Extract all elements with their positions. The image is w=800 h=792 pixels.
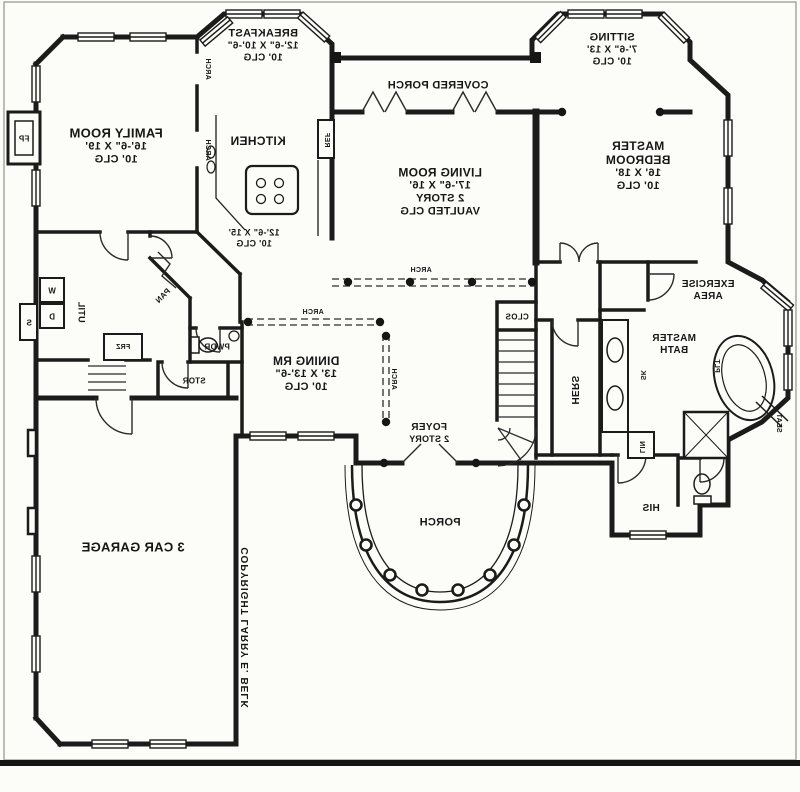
room-label-master-bath: MASTER BATH	[651, 333, 697, 356]
label-vanity-sink: SK	[639, 369, 647, 381]
room-label-master-bedroom: MASTER BEDROOM 16' X 18' 10' CLG	[605, 138, 671, 193]
kitchen-counters	[215, 115, 319, 236]
room-label-sitting: SITTING 7'-6" X 13' 10' CLG	[586, 31, 638, 68]
label-freezer: FRZ	[115, 343, 131, 351]
kitchen-sink	[206, 145, 216, 159]
windows	[31, 9, 795, 749]
column-dots	[243, 52, 665, 468]
laundry-sink-box	[19, 303, 38, 341]
refrigerator-box	[317, 119, 335, 159]
porch-colonnade	[344, 464, 536, 611]
powder-sink	[228, 330, 240, 342]
label-refrigerator: REF	[323, 132, 331, 148]
room-label-exercise-area: EXERCISE AREA	[681, 279, 735, 302]
powder-toilet	[190, 336, 200, 354]
label-fireplace: FP	[18, 134, 30, 144]
room-label-kitchen-dims: 12'-6" X 15' 10' CLG	[228, 227, 280, 248]
room-label-his-closet: HIS	[642, 503, 660, 515]
room-label-breakfast: BREAKFAST 12'-6" X 10'-6" 10' CLG	[227, 27, 299, 64]
label-arch-living: ARCH	[410, 266, 432, 274]
room-label-garage: 3 CAR GARAGE	[81, 539, 185, 555]
walls-exterior	[32, 11, 791, 748]
room-label-hers-closet: HERS	[568, 375, 580, 405]
label-arch-breakfast: ARCH	[204, 58, 212, 80]
copyright-notice: COPYRIGHT LARRY E. BELK	[240, 547, 252, 709]
label-dryer: D	[48, 312, 56, 322]
scan-frame	[0, 1, 800, 766]
fixtures	[6, 110, 789, 505]
kitchen-island	[244, 164, 300, 216]
label-washer: W	[48, 286, 56, 296]
room-label-dining-room: DINING RM 13' X 13'-6" 10' CLG	[272, 353, 340, 394]
label-linen: LIN	[638, 440, 646, 454]
window-seat	[755, 395, 789, 428]
dryer-box	[39, 303, 65, 329]
room-label-utility: UTIL	[76, 301, 87, 323]
room-label-kitchen: KITCHEN	[230, 133, 286, 148]
doors	[95, 90, 725, 484]
arch-openings	[246, 278, 536, 424]
room-label-pantry: PAN	[153, 286, 173, 306]
bath-vanity	[601, 319, 629, 433]
freezer-box	[103, 333, 143, 361]
linen-box	[627, 431, 655, 459]
stairs	[88, 339, 537, 467]
room-label-powder: PWDR	[204, 342, 230, 352]
walls-interior	[34, 35, 702, 507]
label-platform: PLT	[713, 359, 721, 373]
room-label-porch: PORCH	[419, 516, 461, 529]
whirlpool-tub	[712, 334, 776, 422]
label-arch-kitchen: ARCH	[204, 139, 212, 161]
washer-box	[39, 277, 65, 303]
room-label-closet: CLOS	[505, 312, 529, 322]
label-arch-foyer: ARCH	[390, 368, 398, 390]
room-label-foyer: FOYER 2 STORY	[408, 421, 450, 444]
room-label-family-room: FAMILY ROOM 16'-6" X 19' 10' CLG	[69, 125, 163, 166]
room-label-covered-porch: COVERED PORCH	[387, 79, 489, 92]
room-label-storage: STOR	[182, 376, 206, 386]
garage-pilasters	[26, 428, 38, 536]
room-label-living-room: LIVING ROOM 17'-6" X 16' 2 STORY VAULTED…	[398, 165, 482, 218]
label-seat: SEAT	[775, 413, 783, 433]
toilet	[693, 473, 711, 495]
label-laundry-sink: S	[26, 318, 32, 328]
label-arch-dining: ARCH	[302, 308, 324, 316]
